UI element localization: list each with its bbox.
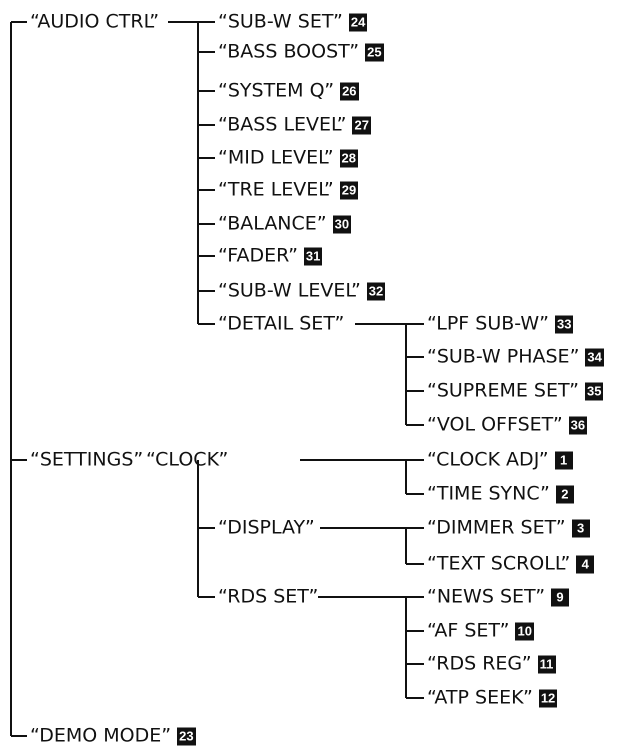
menu-atp-seek: “ATP SEEK” 12 [427,686,558,709]
menu-item-label: “SUPREME SET” [427,379,580,402]
menu-dimmer-set: “DIMMER SET” 3 [427,516,590,539]
menu-vol-offset: “VOL OFFSET” 36 [427,413,588,436]
menu-item-label: “VOL OFFSET” [427,413,563,436]
menu-item-label: “DIMMER SET” [427,516,566,539]
menu-item-label: “TRE LEVEL” [218,178,334,201]
menu-item-number: 10 [515,622,534,640]
menu-mid-level: “MID LEVEL” 28 [218,146,359,169]
menu-rds-reg: “RDS REG” 11 [427,652,556,675]
menu-audio-ctrl-label: “AUDIO CTRL” [30,10,160,33]
menu-item-number: 28 [339,149,359,167]
menu-tre-level: “TRE LEVEL” 29 [218,178,359,201]
menu-settings-label: “SETTINGS” [30,448,144,471]
menu-bass-level: “BASS LEVEL” 27 [218,113,371,136]
menu-time-sync: “TIME SYNC” 2 [427,482,574,505]
menu-lpf-sub-w: “LPF SUB-W” 33 [427,312,574,335]
menu-demo-mode-number: 23 [177,727,196,745]
menu-audio-ctrl: “AUDIO CTRL” [30,10,160,33]
menu-sub-w-level: “SUB-W LEVEL” 32 [218,279,386,302]
menu-item-number: 34 [585,348,604,366]
menu-item-number: 27 [352,116,371,134]
menu-settings: “SETTINGS” [30,448,144,471]
menu-item-label: “BALANCE” [218,212,327,235]
menu-sub-w-set: “SUB-W SET” 24 [218,10,368,33]
menu-demo-mode-label: “DEMO MODE” [30,724,172,747]
menu-item-number: 29 [339,181,359,199]
menu-clock-label: “CLOCK” [146,448,229,471]
menu-item-number: 24 [348,13,368,31]
menu-item-label: “TEXT SCROLL” [427,552,571,575]
menu-demo-mode: “DEMO MODE” 23 [30,724,196,747]
menu-item-number: 12 [538,689,558,707]
menu-item-label: “SUB-W PHASE” [427,345,580,368]
menu-item-number: 25 [365,43,384,61]
menu-item-label: “AF SET” [427,619,510,642]
menu-display: “DISPLAY” [218,516,315,539]
menu-rds-set: “RDS SET” [218,585,319,608]
menu-item-label: “CLOCK ADJ” [427,448,549,471]
menu-item-number: 3 [571,519,590,537]
menu-rds-set-label: “RDS SET” [218,585,319,608]
menu-item-label: “BASS LEVEL” [218,113,347,136]
menu-detail-set: “DETAIL SET” [218,312,345,335]
menu-item-number: 35 [585,382,604,400]
menu-news-set: “NEWS SET” 9 [427,585,570,608]
menu-item-label: “TIME SYNC” [427,482,550,505]
menu-item-number: 31 [303,247,323,265]
menu-item-label: “MID LEVEL” [218,146,334,169]
menu-item-number: 4 [576,555,595,573]
menu-item-number: 1 [554,451,573,469]
menu-clock-adj: “CLOCK ADJ” 1 [427,448,573,471]
menu-item-label: “NEWS SET” [427,585,546,608]
menu-item-label: “BASS BOOST” [218,40,360,63]
menu-item-label: “SUB-W LEVEL” [218,279,361,302]
menu-display-label: “DISPLAY” [218,516,315,539]
menu-detail-set-label: “DETAIL SET” [218,312,345,335]
menu-item-label: “LPF SUB-W” [427,312,549,335]
menu-item-number: 9 [551,588,570,606]
menu-clock: “CLOCK” [146,448,229,471]
menu-item-label: “SYSTEM Q” [218,79,335,102]
menu-item-number: 30 [332,215,352,233]
menu-supreme-set: “SUPREME SET” 35 [427,379,604,402]
menu-balance: “BALANCE” 30 [218,212,352,235]
menu-sub-w-phase: “SUB-W PHASE” 34 [427,345,604,368]
menu-item-number: 2 [555,485,574,503]
menu-af-set: “AF SET” 10 [427,619,534,642]
menu-item-number: 26 [340,82,359,100]
menu-item-number: 36 [568,416,588,434]
menu-item-label: “ATP SEEK” [427,686,533,709]
menu-item-number: 33 [555,315,574,333]
menu-item-label: “RDS REG” [427,652,532,675]
menu-item-number: 32 [366,282,386,300]
menu-item-label: “SUB-W SET” [218,10,343,33]
menu-fader: “FADER” 31 [218,244,323,267]
menu-text-scroll: “TEXT SCROLL” 4 [427,552,595,575]
menu-system-q: “SYSTEM Q” 26 [218,79,359,102]
menu-item-label: “FADER” [218,244,298,267]
menu-bass-boost: “BASS BOOST” 25 [218,40,384,63]
menu-item-number: 11 [537,655,556,673]
